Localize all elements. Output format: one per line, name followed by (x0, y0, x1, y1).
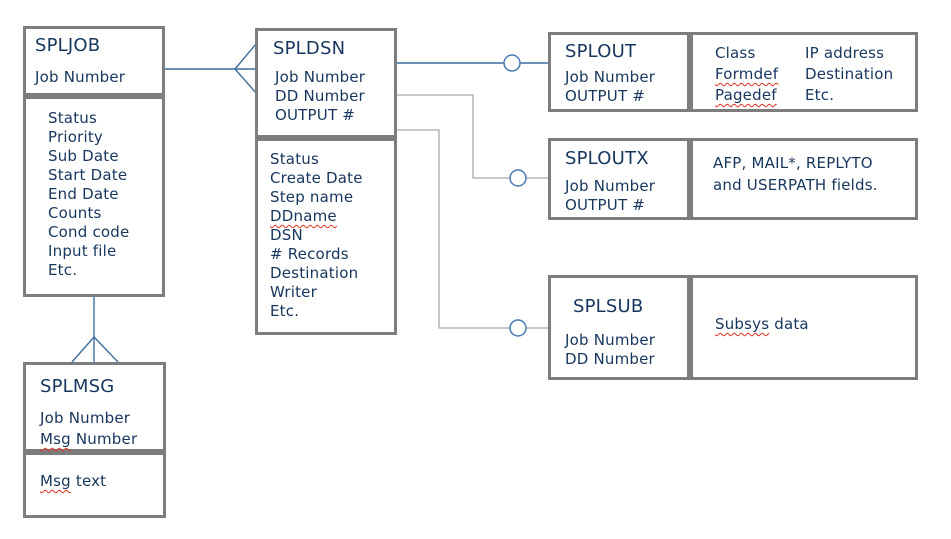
entity-key: OUTPUT # (565, 87, 646, 105)
optional-circle-icon (509, 319, 527, 337)
attribute: Writer (270, 283, 317, 301)
entity-splmsg-header: SPLMSG Job Number Msg Number (23, 362, 166, 452)
optional-circle-icon (503, 54, 521, 72)
attribute: Status (270, 150, 319, 168)
attribute: Input file (48, 242, 117, 260)
connector-spldsn-splout (397, 54, 548, 72)
attribute: Cond code (48, 223, 130, 241)
attribute: IP address (805, 44, 885, 62)
attribute-misspelled: Pagedef (715, 86, 777, 104)
entity-title: SPLOUTX (565, 148, 649, 169)
entity-spldsn-attributes: Status Create Date Step name DDname DSN … (255, 138, 397, 335)
key-word: Number (70, 430, 138, 448)
attribute: End Date (48, 185, 119, 203)
attribute: Priority (48, 128, 103, 146)
entity-key: DD Number (565, 350, 655, 368)
entity-splout-header: SPLOUT Job Number OUTPUT # (548, 32, 690, 112)
attribute: Destination (805, 65, 894, 83)
entity-sploutx-header: SPLOUTX Job Number OUTPUT # (548, 138, 690, 220)
entity-title: SPLMSG (40, 376, 115, 397)
entity-key: Msg Number (40, 429, 163, 450)
connector-spljob-spldsn (165, 43, 257, 94)
attribute: Step name (270, 188, 354, 206)
key-word-misspelled: Msg (40, 430, 71, 448)
attribute: Etc. (270, 302, 300, 320)
attribute-misspelled: Formdef (715, 65, 779, 83)
entity-title: SPLJOB (35, 35, 101, 56)
entity-keys: Job Number DD Number (565, 331, 687, 369)
connector-spldsn-sploutx (397, 94, 548, 187)
attribute: Sub Date (48, 147, 119, 165)
attribute: DSN (270, 226, 303, 244)
attribute: Create Date (270, 169, 363, 187)
attribute-text: AFP, MAIL*, REPLYTO and USERPATH fields. (713, 154, 878, 194)
attribute: Etc. (48, 261, 78, 279)
attribute-column-1: Class Formdef Pagedef (715, 43, 805, 109)
crow-foot-icon (71, 336, 119, 363)
attribute: Counts (48, 204, 102, 222)
entity-key: Job Number (275, 68, 366, 86)
entity-keys: Job Number Msg Number (40, 408, 163, 450)
attribute-misspelled: DDname (270, 207, 337, 225)
entity-key: Job Number (565, 68, 656, 86)
entity-spldsn-header: SPLDSN Job Number DD Number OUTPUT # (255, 28, 397, 138)
attribute-column-2: IP address Destination Etc. (805, 43, 893, 109)
optional-circle-icon (509, 169, 527, 187)
entity-spljob-attributes: Status Priority Sub Date Start Date End … (23, 96, 165, 297)
attribute-misspelled: Msg (40, 472, 71, 490)
attribute: Start Date (48, 166, 128, 184)
entity-keys: Job Number DD Number OUTPUT # (275, 68, 394, 125)
entity-key: Job Number (35, 68, 126, 86)
entity-title: SPLOUT (565, 41, 637, 62)
entity-title: SPLDSN (273, 38, 346, 59)
entity-splsub-header: SPLSUB Job Number DD Number (548, 275, 690, 380)
entity-splout-attributes: Class Formdef Pagedef IP address Destina… (690, 32, 918, 112)
attribute-misspelled: Subsys (715, 315, 770, 333)
connector-spldsn-splsub (397, 129, 548, 337)
attribute-text: data (769, 315, 809, 333)
attribute: Status (48, 109, 97, 127)
attribute-text: text (70, 472, 107, 490)
entity-spljob-header: SPLJOB Job Number (23, 26, 165, 96)
crow-foot-icon (234, 43, 257, 94)
entity-sploutx-attributes: AFP, MAIL*, REPLYTO and USERPATH fields. (690, 138, 918, 220)
entity-key: Job Number (565, 331, 656, 349)
entity-splmsg-attributes: Msg text (23, 452, 166, 518)
attribute: Etc. (805, 86, 835, 104)
entity-key: Job Number (565, 177, 656, 195)
entity-keys: Job Number OUTPUT # (565, 177, 687, 215)
attribute: Destination (270, 264, 359, 282)
entity-key: DD Number (275, 87, 365, 105)
connector-spljob-splmsg (71, 297, 119, 363)
attribute: Class (715, 44, 756, 62)
entity-key: Job Number (40, 409, 131, 427)
entity-keys: Job Number OUTPUT # (565, 68, 687, 106)
attribute: # Records (270, 245, 349, 263)
entity-title: SPLSUB (573, 296, 644, 317)
entity-splsub-attributes: Subsys data (690, 275, 918, 380)
entity-key: OUTPUT # (565, 196, 646, 214)
entity-key: OUTPUT # (275, 106, 356, 124)
